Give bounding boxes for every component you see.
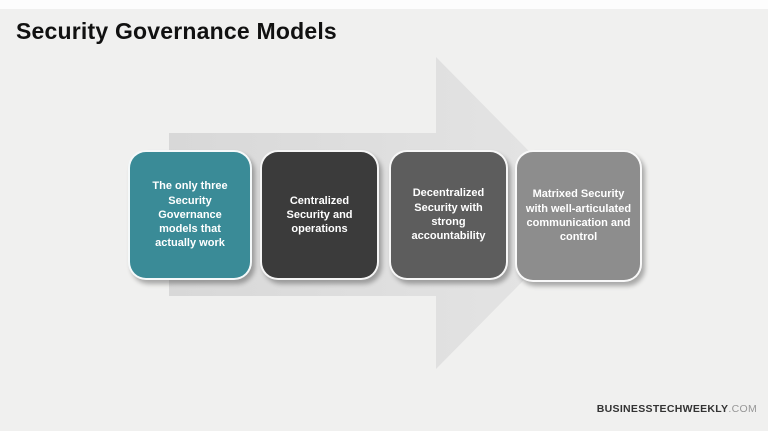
top-strip bbox=[0, 0, 768, 9]
model-box-centralized: Centralized Security and operations bbox=[260, 150, 379, 280]
brand-watermark: BUSINESSTECHWEEKLY.COM bbox=[597, 403, 757, 415]
model-box-decentralized-label: Decentralized Security with strong accou… bbox=[411, 187, 486, 243]
model-box-decentralized: Decentralized Security with strong accou… bbox=[389, 150, 508, 280]
model-box-intro: The only three Security Governance model… bbox=[128, 150, 252, 280]
model-box-centralized-label: Centralized Security and operations bbox=[286, 194, 353, 236]
model-box-matrixed-label: Matrixed Security with well-articulated … bbox=[525, 188, 632, 244]
brand-name: BUSINESSTECHWEEKLY bbox=[596, 403, 729, 415]
model-box-intro-label: The only three Security Governance model… bbox=[152, 180, 228, 250]
brand-suffix: .COM bbox=[728, 403, 757, 415]
model-box-matrixed: Matrixed Security with well-articulated … bbox=[515, 150, 642, 282]
arrow-shape bbox=[169, 57, 590, 369]
page-title: Security Governance Models bbox=[16, 18, 337, 44]
